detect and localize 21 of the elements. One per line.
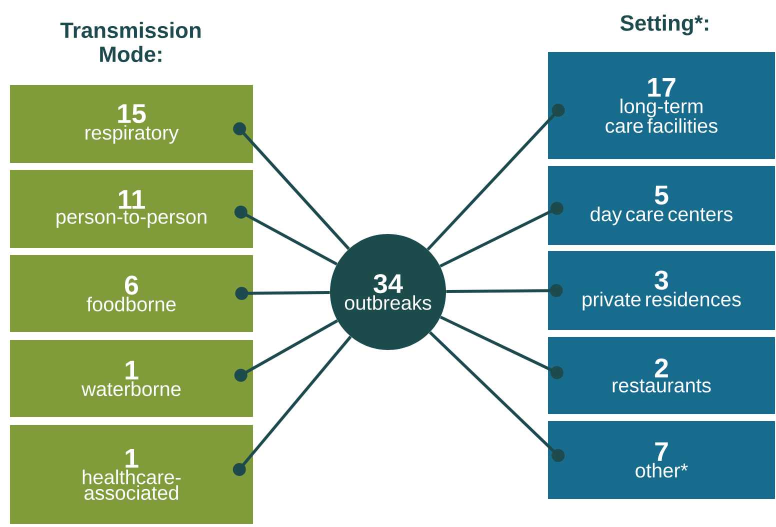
category-box: 17 long-term care facilities bbox=[548, 52, 775, 159]
category-box: 15 respiratory bbox=[10, 85, 253, 163]
category-box: 6 foodborne bbox=[10, 255, 253, 332]
connector-line bbox=[440, 316, 564, 380]
connector-line bbox=[426, 104, 565, 251]
category-box: 11 person-to-person bbox=[10, 170, 253, 248]
connector-line bbox=[235, 286, 330, 300]
connector-line bbox=[440, 202, 564, 268]
category-box: 7 other* bbox=[548, 420, 775, 499]
category-box: 5 day care centers bbox=[548, 166, 775, 245]
category-box: 1 healthcare-associated bbox=[10, 424, 253, 524]
connector-line bbox=[428, 331, 565, 462]
heading: Transmission Mode: bbox=[60, 22, 201, 62]
connector-line bbox=[234, 206, 338, 266]
category-box: 3 private residences bbox=[548, 251, 775, 330]
connector-line bbox=[446, 284, 563, 298]
category-box: 2 restaurants bbox=[548, 337, 775, 414]
connector-line bbox=[233, 122, 350, 250]
connector-line bbox=[234, 319, 338, 382]
connector-line bbox=[232, 336, 352, 476]
category-box: 1 waterborne bbox=[10, 340, 253, 417]
